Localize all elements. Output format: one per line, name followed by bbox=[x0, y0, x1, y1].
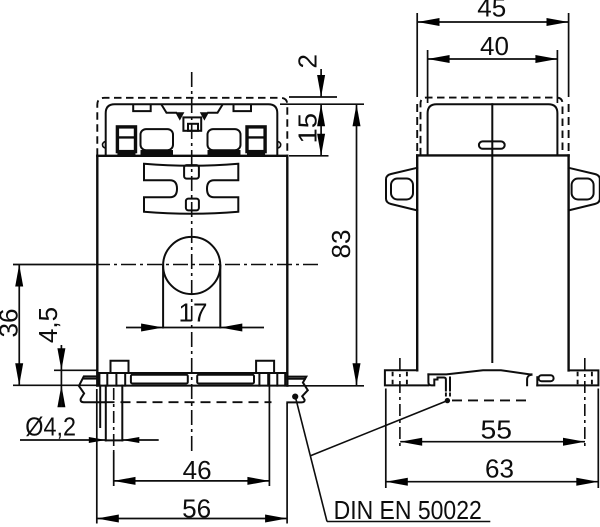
svg-text:83: 83 bbox=[326, 230, 356, 259]
svg-text:4,5: 4,5 bbox=[33, 307, 63, 343]
svg-text:15: 15 bbox=[293, 113, 323, 144]
svg-text:55: 55 bbox=[481, 415, 513, 445]
svg-text:45: 45 bbox=[477, 0, 506, 23]
svg-text:46: 46 bbox=[183, 455, 212, 485]
svg-text:63: 63 bbox=[485, 454, 514, 484]
svg-text:56: 56 bbox=[182, 494, 211, 524]
svg-text:DIN EN 50022: DIN EN 50022 bbox=[334, 495, 482, 525]
svg-text:36: 36 bbox=[0, 309, 24, 338]
svg-text:17: 17 bbox=[179, 297, 208, 327]
svg-text:2: 2 bbox=[293, 54, 323, 68]
svg-text:40: 40 bbox=[480, 31, 509, 61]
svg-text:Ø4,2: Ø4,2 bbox=[25, 411, 76, 441]
